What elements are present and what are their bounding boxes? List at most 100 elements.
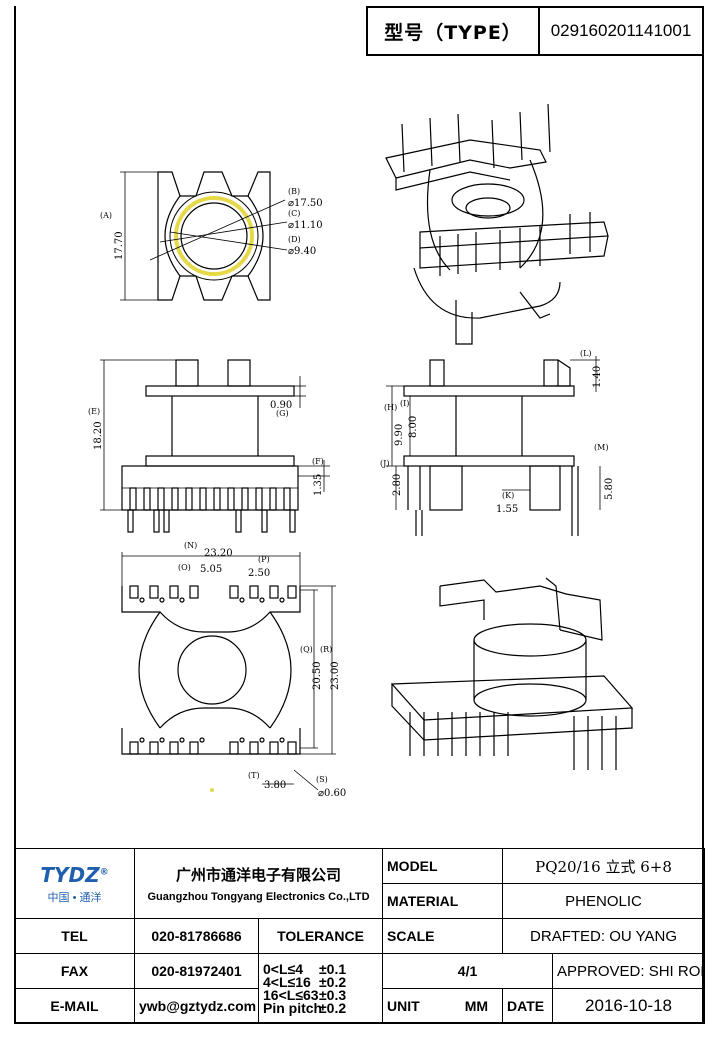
dim-q-value: 20.50 bbox=[312, 661, 323, 690]
bottom-view bbox=[121, 552, 336, 791]
dim-a-tag: (A) bbox=[100, 211, 112, 220]
bottom-view-slot bbox=[189, 585, 199, 599]
dim-s-value: ⌀0.60 bbox=[318, 788, 346, 799]
front-view-pin bbox=[163, 509, 170, 533]
bottom-view-pin-hole bbox=[139, 597, 145, 603]
dim-k-tag: (K) bbox=[502, 491, 514, 500]
dim-s-tag: (S) bbox=[316, 775, 328, 784]
dim-k-value: 1.55 bbox=[496, 504, 518, 515]
company-name: 广州市通洋电子有限公司 Guangzhou Tongyang Electroni… bbox=[133, 848, 384, 919]
dim-r-tag: (R) bbox=[320, 645, 332, 654]
scale-value: 4/1 bbox=[382, 953, 554, 989]
bottom-view-slot bbox=[287, 741, 297, 755]
company-logo: TYDZ® 中国 • 通洋 bbox=[14, 848, 135, 919]
fax-label: FAX bbox=[14, 953, 135, 989]
dim-r-value: 23.00 bbox=[330, 661, 341, 690]
model-label: MODEL bbox=[382, 848, 504, 884]
bottom-view-slot bbox=[249, 741, 259, 755]
dim-i-tag: (I) bbox=[400, 399, 409, 408]
material-label: MATERIAL bbox=[382, 883, 504, 919]
dim-e-value: 18.20 bbox=[93, 421, 104, 450]
dim-a-value: 17.70 bbox=[114, 231, 125, 260]
dim-b-tag: (B) bbox=[288, 187, 300, 196]
isometric-view-top bbox=[385, 103, 609, 345]
dim-n-tag: (N) bbox=[184, 541, 197, 550]
model-value: PQ20/16 立式 6+8 bbox=[502, 848, 706, 884]
bottom-view-slot bbox=[149, 741, 159, 755]
front-view-pin-base bbox=[241, 487, 249, 511]
top-view-labels: (A) 17.70 (B) ⌀17.50 (C) ⌀11.10 (D) ⌀9.4… bbox=[100, 187, 323, 260]
bottom-view-slot bbox=[169, 585, 179, 599]
tolerance-label: TOLERANCE bbox=[257, 918, 384, 954]
email-label: E-MAIL bbox=[14, 988, 135, 1024]
front-view-labels: (E) 18.20 0.90 (G) (F) 1.35 bbox=[88, 400, 324, 496]
bottom-view-slot bbox=[129, 585, 139, 599]
bottom-view-slot bbox=[269, 741, 279, 755]
bottom-view-pin-hole bbox=[159, 737, 165, 743]
dim-j-value: 2.80 bbox=[392, 474, 403, 496]
front-view-pin bbox=[235, 509, 242, 533]
bottom-view-pin-hole bbox=[239, 737, 245, 743]
front-view-pin-base bbox=[199, 487, 207, 511]
bottom-view-slot bbox=[189, 741, 199, 755]
approved-by: APPROVED: SHI RONG bbox=[552, 953, 706, 989]
dim-g-tag: (G) bbox=[276, 409, 289, 418]
front-view-pin bbox=[153, 509, 160, 533]
side-view-labels: (L) 1.40 (H) 9.90 (I) 8.00 (J) 2.80 (M) … bbox=[380, 349, 615, 515]
front-view-pin bbox=[127, 509, 134, 533]
front-view-pin-base bbox=[213, 487, 221, 511]
type-value: 029160201141001 bbox=[550, 21, 692, 40]
tel-label: TEL bbox=[14, 918, 135, 954]
front-view-pin bbox=[261, 509, 268, 533]
tel-value: 020-81786686 bbox=[134, 918, 259, 954]
bottom-view-pin-hole bbox=[239, 597, 245, 603]
bottom-view-pin-hole bbox=[279, 597, 285, 603]
technical-drawing: (A) 17.70 (B) ⌀17.50 (C) ⌀11.10 (D) ⌀9.4… bbox=[88, 103, 634, 799]
dim-t-tag: (T) bbox=[248, 771, 260, 780]
bottom-view-slot bbox=[229, 741, 239, 755]
dim-n-value: 23.20 bbox=[204, 548, 233, 559]
bottom-view-slot bbox=[249, 585, 259, 599]
front-view-pin-base bbox=[129, 487, 137, 511]
iso-pin bbox=[491, 119, 495, 169]
dim-c-value: ⌀11.10 bbox=[288, 220, 323, 231]
scale-label: SCALE bbox=[382, 918, 504, 954]
dim-h-value: 9.90 bbox=[394, 424, 405, 446]
bottom-view-pin-hole bbox=[179, 597, 185, 603]
bottom-view-slot bbox=[269, 585, 279, 599]
type-label: 型号（TYPE） bbox=[368, 8, 540, 54]
dim-j-tag: (J) bbox=[380, 459, 389, 468]
date-value: 2016-10-18 bbox=[552, 988, 706, 1024]
front-view-pin-base bbox=[269, 487, 277, 511]
dim-f-value: 1.35 bbox=[313, 474, 324, 496]
front-view-pin-base bbox=[255, 487, 263, 511]
bottom-view-pin-hole bbox=[199, 737, 205, 743]
bottom-view-slot bbox=[149, 585, 159, 599]
dim-o-value: 5.05 bbox=[200, 564, 222, 575]
front-view-pin-base bbox=[171, 487, 179, 511]
dim-b-value: ⌀17.50 bbox=[288, 198, 323, 209]
bottom-view-pin-hole bbox=[179, 737, 185, 743]
material-value: PHENOLIC bbox=[502, 883, 706, 919]
dim-p-tag: (P) bbox=[258, 555, 270, 564]
iso-pin bbox=[519, 111, 523, 161]
side-view bbox=[386, 356, 601, 536]
dim-d-tag: (D) bbox=[288, 235, 301, 244]
bottom-view-pin-hole bbox=[159, 597, 165, 603]
tolerance-table: 0<L≤4±0.1 4<L≤16±0.2 16<L≤63±0.3 Pin pit… bbox=[257, 953, 384, 1024]
dim-l-tag: (L) bbox=[580, 349, 592, 358]
drafted-by: DRAFTED: OU YANG bbox=[502, 918, 706, 954]
dim-h-tag: (H) bbox=[384, 403, 397, 412]
dim-l-value: 1.40 bbox=[592, 366, 603, 388]
iso-pin bbox=[547, 103, 551, 153]
email-value: ywb@gztydz.com bbox=[134, 988, 259, 1024]
dim-g-value: 0.90 bbox=[270, 400, 292, 411]
iso-pin bbox=[457, 113, 461, 163]
dim-d-value: ⌀9.40 bbox=[288, 246, 316, 257]
front-view bbox=[100, 359, 330, 533]
iso-pin bbox=[401, 123, 405, 173]
front-view-pin-base bbox=[185, 487, 193, 511]
dim-q-tag: (Q) bbox=[300, 645, 313, 654]
type-box: 型号（TYPE） 029160201141001 bbox=[366, 6, 704, 56]
